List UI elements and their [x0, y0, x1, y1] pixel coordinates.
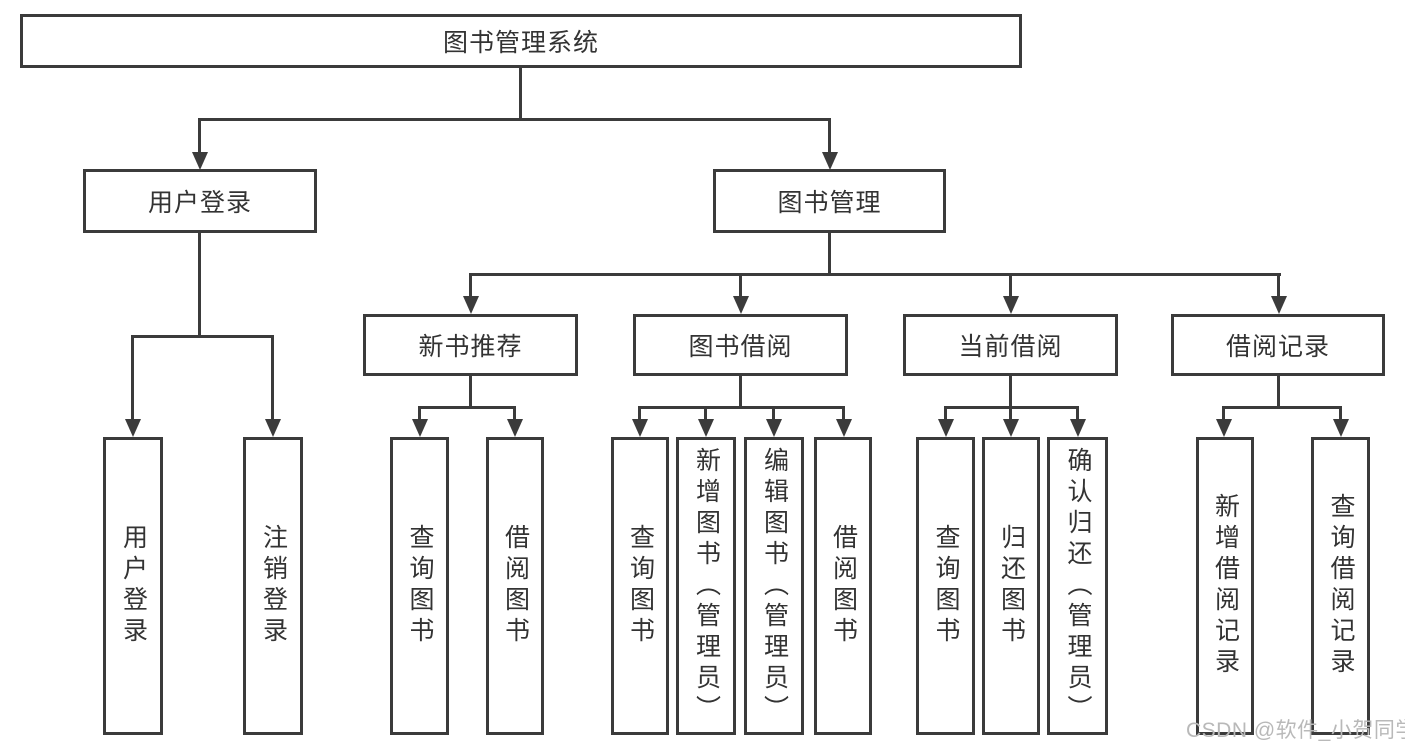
node-label: 当前借阅: [958, 333, 1063, 361]
connector-user-login-stem: [198, 233, 201, 338]
leaf-logout-login: 注销登录: [243, 437, 303, 735]
arrow-down-icon: [1332, 406, 1349, 437]
node-label: 查询图书: [932, 524, 960, 648]
node-label: 新增借阅记录: [1211, 493, 1240, 679]
node-label: 借阅图书: [501, 524, 530, 648]
connector-book-management-stem: [828, 233, 831, 276]
leaf-bookborrow-add-book-admin: 新增图书（管理员）: [676, 437, 736, 735]
arrow-down-icon: [631, 406, 648, 437]
node-label: 用户登录: [147, 189, 252, 217]
leaf-currentborrow-confirm-return-admin: 确认归还（管理员）: [1047, 437, 1108, 735]
node-book-borrow: 图书借阅: [633, 314, 848, 376]
arrow-down-icon: [191, 118, 208, 170]
arrow-down-icon: [462, 273, 479, 314]
arrow-down-icon: [1002, 406, 1019, 437]
arrow-down-icon: [765, 406, 782, 437]
arrow-down-icon: [835, 406, 852, 437]
node-borrow-records: 借阅记录: [1171, 314, 1385, 376]
connector-new-book-branch: [418, 406, 515, 409]
arrow-down-icon: [1270, 273, 1287, 314]
leaf-records-add-borrow-record: 新增借阅记录: [1196, 437, 1254, 735]
node-label: 图书管理系统: [442, 29, 599, 57]
node-label: 编辑图书（管理员）: [760, 446, 789, 726]
node-library-management-system: 图书管理系统: [20, 14, 1022, 68]
leaf-records-query-borrow-record: 查询借阅记录: [1311, 437, 1370, 735]
arrow-down-icon: [124, 335, 141, 437]
arrow-down-icon: [937, 406, 954, 437]
node-label: 查询图书: [406, 524, 434, 648]
connector-root-stem: [519, 68, 522, 121]
node-label: 用户登录: [119, 524, 148, 648]
leaf-currentborrow-query-book: 查询图书: [916, 437, 975, 735]
node-label: 图书借阅: [688, 333, 793, 361]
node-label: 查询图书: [626, 524, 655, 648]
leaf-bookborrow-edit-book-admin: 编辑图书（管理员）: [744, 437, 804, 735]
leaf-newbook-query-book: 查询图书: [390, 437, 449, 735]
connector-borrow-records-stem: [1277, 376, 1280, 409]
node-label: 借阅记录: [1225, 333, 1330, 361]
node-label: 确认归还（管理员）: [1064, 446, 1092, 726]
arrow-down-icon: [1002, 273, 1019, 314]
node-label: 新书推荐: [418, 333, 523, 361]
node-label: 图书管理: [777, 189, 882, 217]
leaf-currentborrow-return-book: 归还图书: [982, 437, 1040, 735]
arrow-down-icon: [506, 406, 523, 437]
node-label: 注销登录: [259, 524, 288, 648]
connector-current-borrow-stem: [1009, 376, 1012, 409]
arrow-down-icon: [264, 335, 281, 437]
node-book-management: 图书管理: [713, 169, 946, 233]
leaf-user-login: 用户登录: [103, 437, 163, 735]
arrow-down-icon: [411, 406, 428, 437]
connector-new-book-stem: [469, 376, 472, 409]
leaf-bookborrow-borrow-book: 借阅图书: [814, 437, 872, 735]
connector-book-management-branch: [469, 273, 1281, 276]
connector-root-branch: [198, 118, 831, 121]
arrow-down-icon: [697, 406, 714, 437]
connector-user-login-branch: [131, 335, 274, 338]
arrow-down-icon: [821, 118, 838, 170]
node-current-borrow: 当前借阅: [903, 314, 1118, 376]
connector-book-borrow-stem: [739, 376, 742, 409]
arrow-down-icon: [1069, 406, 1086, 437]
arrow-down-icon: [732, 273, 749, 314]
csdn-watermark: CSDN @软件_小贺同学: [1186, 719, 1405, 742]
node-label: 借阅图书: [829, 524, 858, 648]
node-label: 归还图书: [997, 524, 1026, 648]
node-new-book-recommend: 新书推荐: [363, 314, 578, 376]
arrow-down-icon: [1215, 406, 1232, 437]
connector-borrow-records-branch: [1222, 406, 1341, 409]
node-user-login: 用户登录: [83, 169, 317, 233]
leaf-newbook-borrow-book: 借阅图书: [486, 437, 544, 735]
connector-book-borrow-branch: [638, 406, 844, 409]
node-label: 新增图书（管理员）: [692, 446, 721, 726]
node-label: 查询借阅记录: [1327, 493, 1355, 679]
leaf-bookborrow-query-book: 查询图书: [611, 437, 669, 735]
